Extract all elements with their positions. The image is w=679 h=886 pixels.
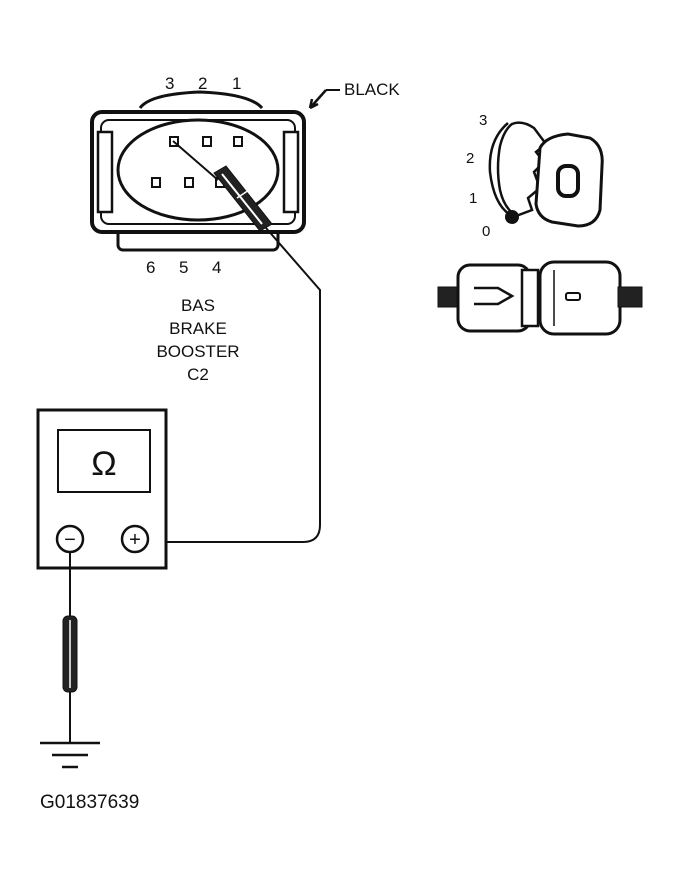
meter-display [57,429,151,493]
connector-name-line-3: BOOSTER [156,342,239,361]
pin-3 [169,136,179,147]
pin-6 [151,177,161,188]
top-pin-numbers: 3 2 1 [165,74,241,93]
pin-number-6: 6 [146,258,155,277]
switch-right-stub [617,286,643,308]
pin-1 [233,136,243,147]
key-head [534,132,604,228]
key-position-2: 2 [466,150,474,167]
figure-id: G01837639 [40,792,139,813]
connector-color-label: BLACK [344,80,400,99]
key-position-1: 1 [469,190,477,207]
negative-terminal-symbol: − [64,529,76,551]
probe-tip [172,140,219,181]
key-hole [556,164,580,198]
switch-left-housing [456,263,532,333]
connector-name-line-4: C2 [187,365,209,384]
switch-collar [520,268,540,328]
connector-latch [138,90,264,110]
bottom-pin-numbers: 6 5 4 [146,258,221,277]
connector-color-callout: BLACK [308,80,400,110]
pin-5 [184,177,194,188]
key-position-arc [488,122,513,218]
probe-band [236,189,250,199]
key-position-3: 3 [479,112,487,129]
pin-number-1: 1 [232,74,241,93]
positive-terminal [120,524,150,554]
test-probe [172,140,273,232]
pin-number-5: 5 [179,258,188,277]
connector-c2 [90,90,306,252]
pin-number-2: 2 [198,74,207,93]
switch-indicator [565,292,581,301]
connector-side-right [282,130,300,214]
positive-test-lead [150,227,321,543]
ground-symbol-icon [40,741,100,769]
color-callout-arrow [308,89,327,110]
ohmmeter: Ω − + [36,408,168,570]
ground-lead [62,552,78,742]
connector-name-line-1: BAS [181,296,215,315]
probe-highlight [221,173,263,225]
ignition-key [488,121,604,228]
key-position-labels: 3 2 1 0 [466,112,490,240]
pin-number-4: 4 [212,258,221,277]
positive-terminal-symbol: + [129,529,141,551]
connector-name-line-2: BRAKE [169,319,227,338]
pin-2 [202,136,212,147]
key-position-marker [505,210,519,224]
switch-slot [474,286,515,306]
ignition-switch-icon [437,260,643,336]
key-position-0: 0 [482,223,490,240]
key-blade [496,121,548,218]
connector-side-left [96,130,114,214]
ohm-symbol: Ω [91,445,116,483]
connector-name: BAS BRAKE BOOSTER C2 [156,296,239,384]
pin-number-3: 3 [165,74,174,93]
